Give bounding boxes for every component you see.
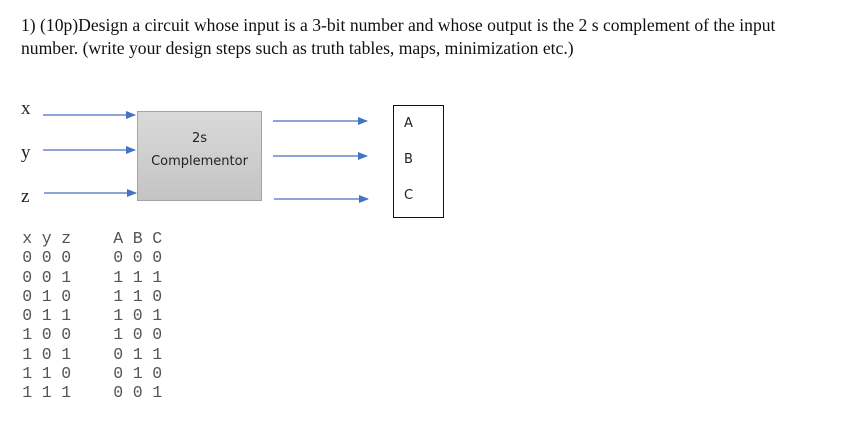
input-label-y: y — [21, 142, 31, 163]
cell: 0 — [22, 306, 33, 326]
question-line-1: 1) (10p)Design a circuit whose input is … — [21, 15, 776, 35]
cell: 0 — [41, 248, 52, 268]
cell: 1 — [61, 383, 72, 403]
cell: 1 — [132, 344, 143, 364]
cell: 0 — [152, 248, 163, 268]
output-label-c: C — [404, 188, 414, 203]
question-line-2: number. (write your design steps such as… — [21, 38, 574, 58]
cell: 1 — [113, 325, 124, 345]
cell: 1 — [41, 364, 52, 384]
cell: 1 — [132, 364, 143, 384]
cell: 0 — [22, 267, 33, 287]
output-label-b: B — [404, 152, 413, 167]
cell: 0 — [61, 364, 72, 384]
header-a: A — [113, 229, 124, 248]
cell: 1 — [152, 344, 163, 364]
cell: 0 — [132, 306, 143, 326]
output-box: A B C — [393, 105, 444, 218]
cell: 0 — [22, 248, 33, 268]
input-label-x: x — [21, 98, 31, 119]
cell: 0 — [41, 344, 52, 364]
cell: 0 — [61, 325, 72, 345]
cell: 1 — [113, 286, 124, 306]
cell: 0 — [61, 248, 72, 268]
cell: 1 — [22, 364, 33, 384]
cell: 1 — [22, 383, 33, 403]
cell: 0 — [132, 383, 143, 403]
cell: 1 — [41, 383, 52, 403]
cell: 1 — [41, 286, 52, 306]
cell: 0 — [132, 248, 143, 268]
cell: 1 — [152, 383, 163, 403]
block-label-complementor: Complementor — [151, 154, 248, 169]
cell: 0 — [152, 286, 163, 306]
cell: 0 — [22, 286, 33, 306]
input-label-z: z — [21, 186, 30, 207]
header-c: C — [152, 229, 163, 248]
cell: 1 — [61, 344, 72, 364]
cell: 0 — [41, 267, 52, 287]
cell: 1 — [61, 267, 72, 287]
cell: 0 — [132, 325, 143, 345]
cell: 1 — [132, 286, 143, 306]
cell: 0 — [113, 364, 124, 384]
cell: 1 — [61, 306, 72, 326]
block-label-2s: 2s — [191, 131, 208, 146]
cell: 1 — [152, 306, 163, 326]
cell: 1 — [132, 267, 143, 287]
cell: 1 — [22, 325, 33, 345]
cell: 0 — [113, 344, 124, 364]
header-b: B — [132, 229, 143, 248]
cell: 0 — [152, 364, 163, 384]
cell: 0 — [61, 286, 72, 306]
cell: 0 — [113, 248, 124, 268]
header-x: x — [22, 229, 33, 248]
cell: 1 — [22, 344, 33, 364]
header-y: y — [41, 229, 52, 248]
cell: 1 — [152, 267, 163, 287]
cell: 0 — [41, 325, 52, 345]
output-label-a: A — [404, 116, 413, 131]
header-z: z — [61, 229, 72, 248]
cell: 1 — [41, 306, 52, 326]
cell: 1 — [113, 267, 124, 287]
cell: 0 — [113, 383, 124, 403]
cell: 1 — [113, 306, 124, 326]
cell: 0 — [152, 325, 163, 345]
question-text: 1) (10p)Design a circuit whose input is … — [21, 14, 851, 60]
complementor-block: 2s Complementor — [137, 111, 262, 201]
